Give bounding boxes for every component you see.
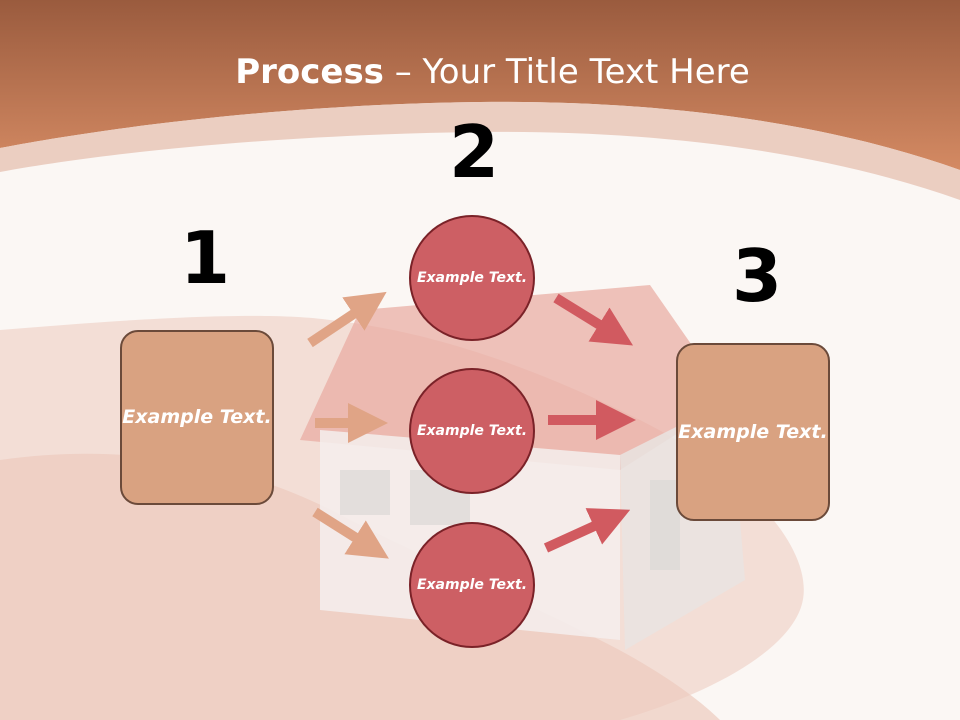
- circle-middle: Example Text.: [409, 368, 535, 494]
- title-bold: Process: [235, 52, 384, 92]
- step-number-1: 1: [180, 216, 231, 300]
- circle-top: Example Text.: [409, 215, 535, 341]
- left-text-box: Example Text.: [120, 330, 274, 505]
- step-number-3: 3: [732, 234, 783, 318]
- arrow-left-down: [312, 507, 389, 559]
- right-text-box: Example Text.: [676, 343, 830, 521]
- title-rest: – Your Title Text Here: [383, 52, 750, 92]
- arrow-left-up: [307, 291, 387, 348]
- arrow-right-down: [553, 293, 634, 346]
- arrow-right-up: [543, 508, 631, 553]
- circle-bottom: Example Text.: [409, 522, 535, 648]
- slide-title: Process – Your Title Text Here: [0, 52, 960, 92]
- step-number-2: 2: [449, 110, 500, 194]
